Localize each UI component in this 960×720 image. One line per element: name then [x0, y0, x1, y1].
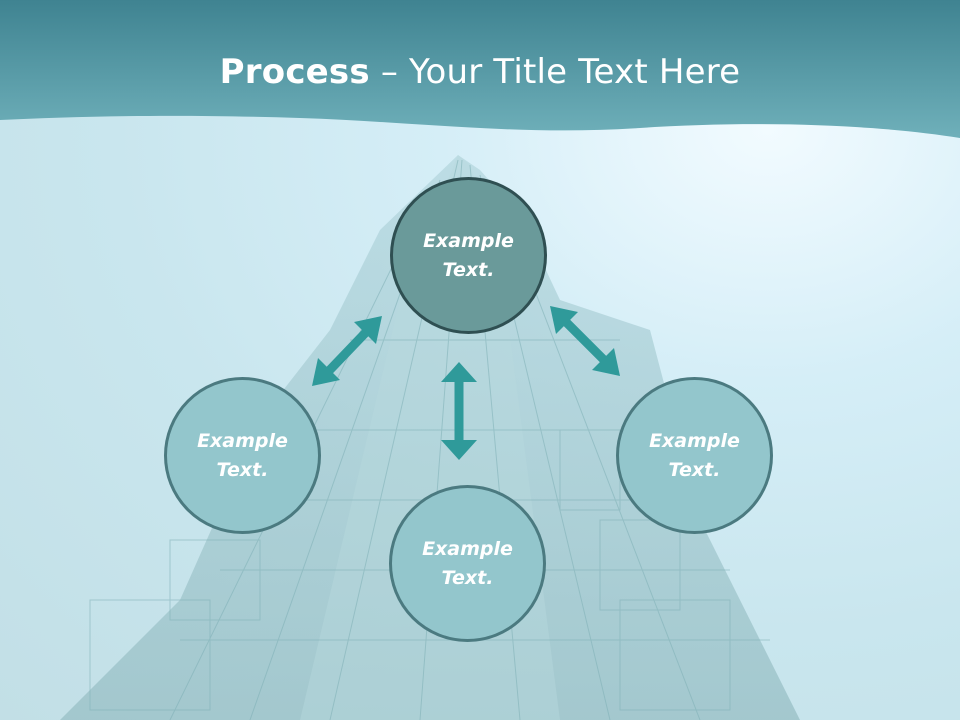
node-text-line2: Text. [441, 566, 494, 589]
title-rest: Your Title Text Here [409, 52, 741, 92]
node-text-line1: Example [649, 429, 740, 452]
header-wave [0, 0, 960, 138]
node-text-line1: Example [422, 537, 513, 560]
process-node-top: Example Text. [390, 177, 547, 334]
node-text-line1: Example [423, 229, 514, 252]
node-text-line2: Text. [216, 458, 269, 481]
process-node-right: Example Text. [616, 377, 773, 534]
title-separator: – [369, 52, 410, 92]
node-text-line2: Text. [442, 258, 495, 281]
node-text-line2: Text. [668, 458, 721, 481]
process-node-bottom: Example Text. [389, 485, 546, 642]
node-text-line1: Example [197, 429, 288, 452]
title-bold: Process [219, 52, 370, 92]
slide-title: Process – Your Title Text Here [0, 52, 960, 92]
process-node-left: Example Text. [164, 377, 321, 534]
